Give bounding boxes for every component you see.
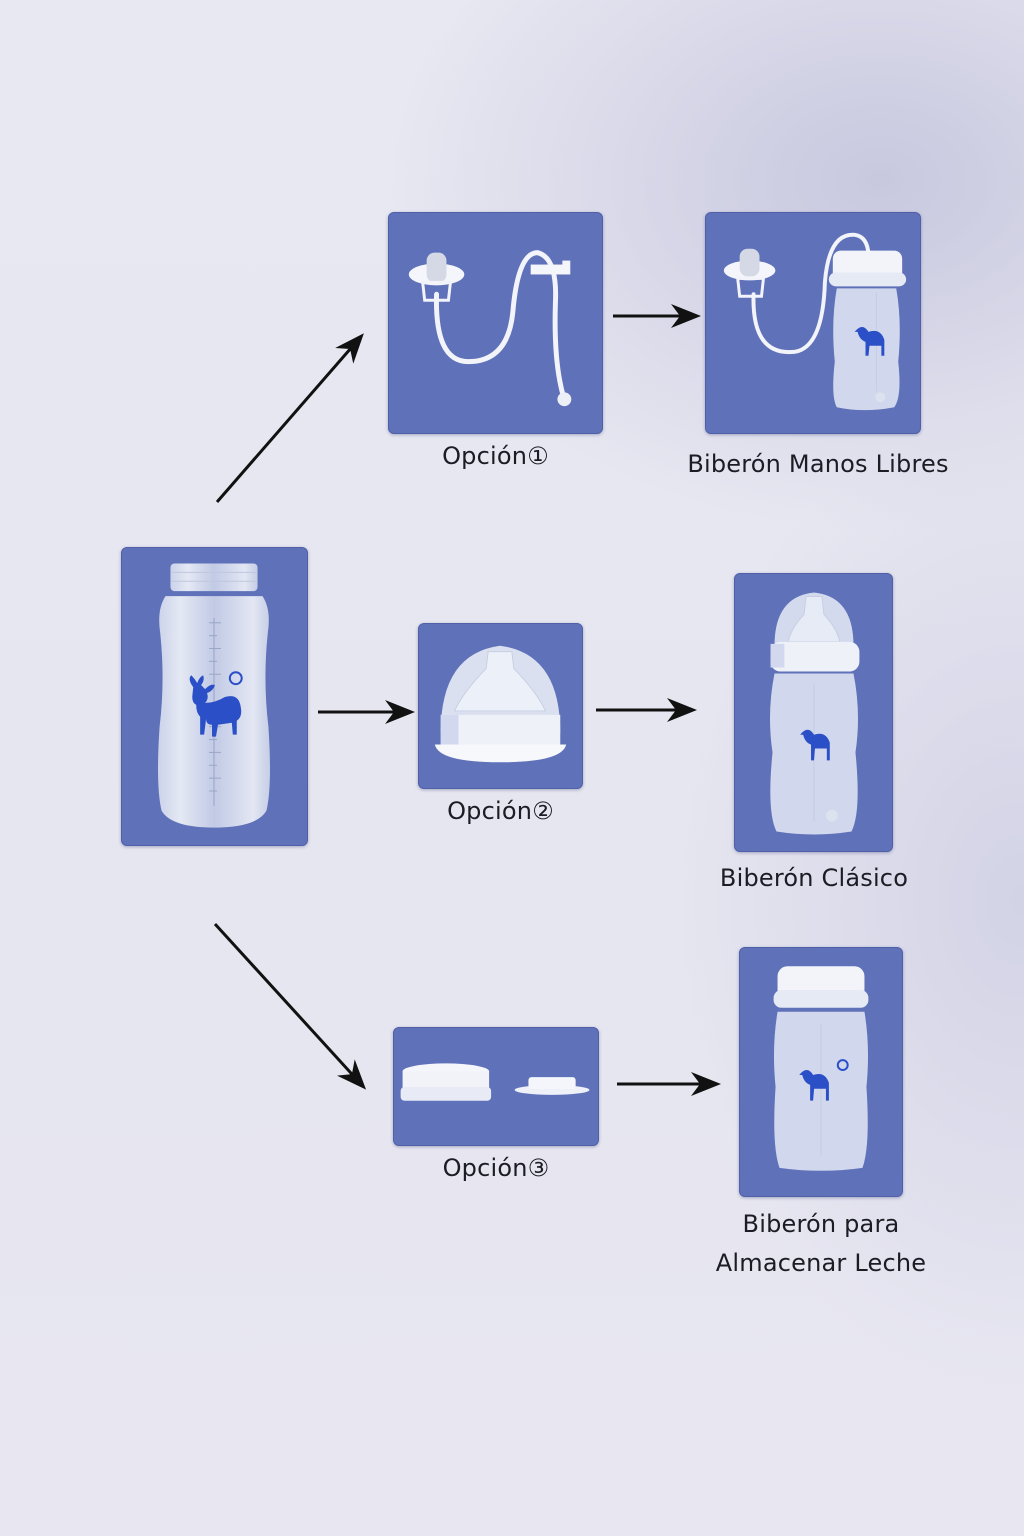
option-3-panel [393, 1027, 599, 1146]
storage-lid-icon [400, 1063, 590, 1101]
source-bottle-panel [121, 547, 308, 846]
option-2-panel [418, 623, 583, 789]
option-2-label: Opción② [447, 797, 554, 825]
option-3-label: Opción③ [442, 1154, 550, 1182]
storage-bottle-label: Biberón para Almacenar Leche [680, 1205, 962, 1283]
storage-bottle-icon [773, 966, 869, 1171]
deer-icon [189, 671, 243, 737]
classic-bottle-icon [769, 592, 860, 835]
nipple-cap-icon [434, 645, 567, 763]
storage-bottle-label-line2: Almacenar Leche [715, 1249, 927, 1277]
storage-bottle-label-line1: Biberón para [742, 1210, 900, 1238]
handsfree-bottle-panel [705, 212, 921, 434]
bottle-body-icon [158, 563, 270, 828]
handsfree-bottle-icon [723, 232, 907, 411]
option-1-panel [388, 212, 603, 434]
storage-bottle-panel [739, 947, 903, 1197]
classic-bottle-panel [734, 573, 893, 852]
classic-bottle-label: Biberón Clásico [719, 864, 909, 892]
arrow-source-to-option-3 [213, 922, 367, 1090]
option-1-label: Opción① [442, 442, 549, 470]
arrow-source-to-option-1 [215, 333, 364, 503]
pacifier-straw-kit-icon [408, 250, 572, 407]
handsfree-bottle-label: Biberón Manos Libres [687, 450, 949, 478]
